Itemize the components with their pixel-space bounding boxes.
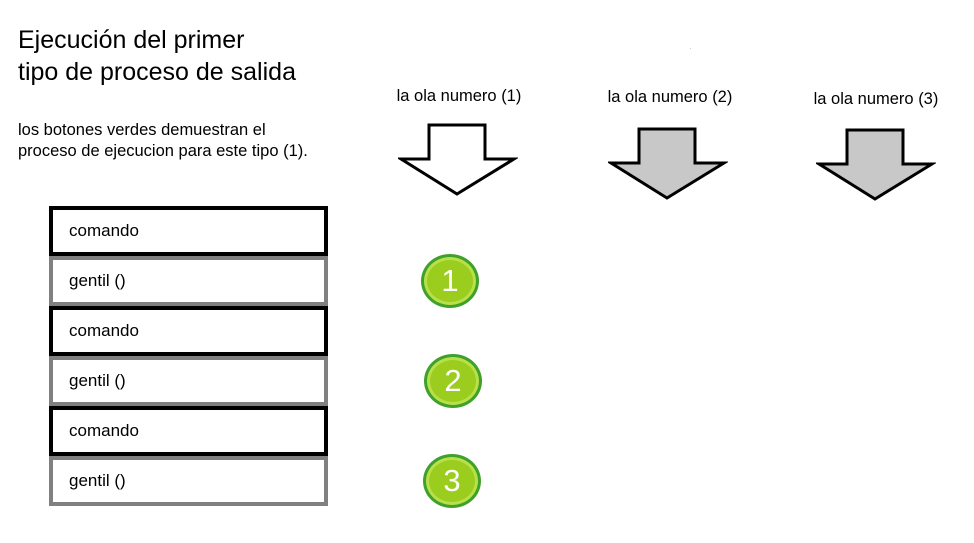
command-stack: comando gentil () comando gentil () coma…: [49, 206, 328, 506]
diagram-title: Ejecución del primer tipo de proceso de …: [18, 24, 378, 88]
title-line-2: tipo de proceso de salida: [18, 58, 296, 86]
title-line-1: Ejecución del primer: [18, 26, 245, 54]
description-line-2: proceso de ejecucion para este tipo (1).: [18, 142, 308, 160]
down-arrow-icon-3: [816, 128, 936, 201]
arrow-shape-3: [816, 128, 936, 201]
down-arrow-icon-1: [398, 123, 518, 196]
wave-label-3: la ola numero (3): [813, 90, 939, 108]
green-button-3[interactable]: 3: [423, 454, 481, 508]
command-box-1: comando: [49, 206, 328, 256]
green-button-2[interactable]: 2: [424, 354, 482, 408]
green-button-1[interactable]: 1: [421, 254, 479, 308]
wave-label-1: la ola numero (1): [396, 87, 522, 105]
wave-label-2: la ola numero (2): [607, 88, 733, 106]
gentil-box-1: gentil (): [49, 256, 328, 306]
stray-dot: [690, 48, 691, 49]
gentil-box-2: gentil (): [49, 356, 328, 406]
down-arrow-icon-2: [608, 127, 728, 200]
description-text: los botones verdes demuestran el proceso…: [18, 120, 378, 162]
description-line-1: los botones verdes demuestran el: [18, 121, 266, 139]
gentil-box-3: gentil (): [49, 456, 328, 506]
arrow-shape-2: [608, 127, 728, 200]
command-box-2: comando: [49, 306, 328, 356]
command-box-3: comando: [49, 406, 328, 456]
arrow-shape-1: [398, 123, 518, 196]
